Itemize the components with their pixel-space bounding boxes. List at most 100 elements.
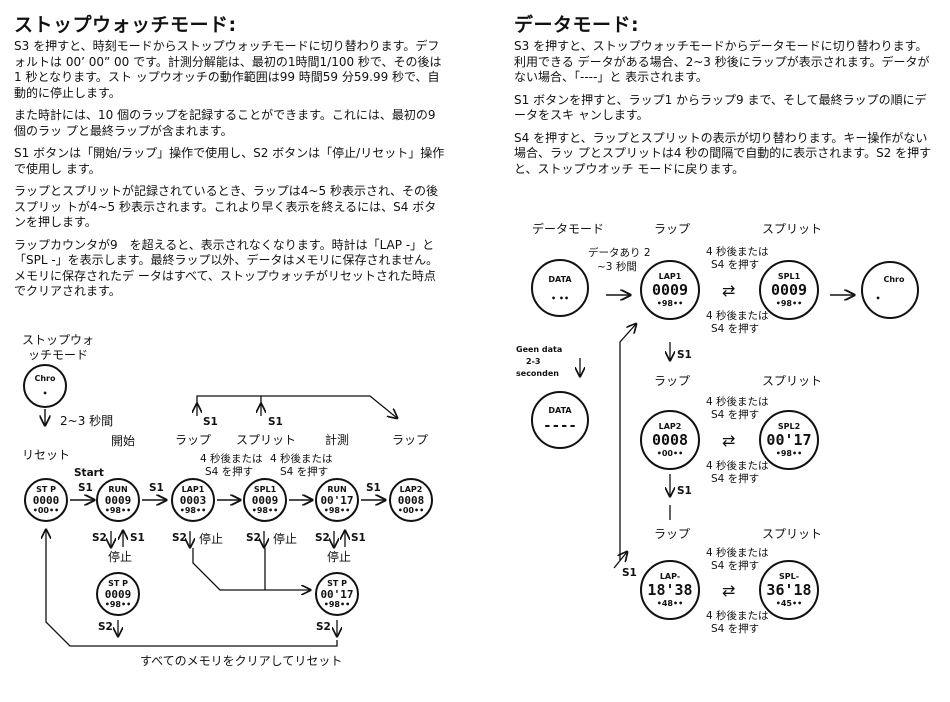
svg-text:•00••: •00•• bbox=[657, 449, 683, 458]
svg-text:----: ---- bbox=[543, 418, 577, 434]
svg-text:•98••: •98•• bbox=[324, 506, 350, 515]
svg-text:ラップ: ラップ bbox=[654, 527, 690, 541]
svg-text:•98••: •98•• bbox=[252, 506, 278, 515]
svg-text:停止: 停止 bbox=[108, 549, 132, 564]
svg-text:⇄: ⇄ bbox=[722, 431, 735, 450]
svg-text:•00••: •00•• bbox=[33, 506, 59, 515]
svg-text:~3 秒間: ~3 秒間 bbox=[597, 260, 637, 273]
svg-text:データあり 2: データあり 2 bbox=[588, 246, 651, 259]
svg-text:4 秒後または: 4 秒後または bbox=[706, 546, 769, 559]
svg-text:36'18: 36'18 bbox=[766, 581, 811, 599]
watch-display-run: RUN 0009 •98•• bbox=[96, 478, 140, 522]
watch-display-stopped: ST P 0009 •98•• bbox=[96, 572, 140, 616]
svg-text:ST P: ST P bbox=[327, 579, 347, 588]
svg-text:S1: S1 bbox=[351, 532, 366, 544]
watch-display-measure: RUN 00'17 •98•• bbox=[315, 478, 359, 522]
svg-text:S4 を押す: S4 を押す bbox=[711, 408, 759, 421]
svg-text:S4 を押す: S4 を押す bbox=[280, 465, 328, 478]
svg-text:⇄: ⇄ bbox=[722, 581, 735, 600]
watch-display-lap1: LAP1 0003 •98•• bbox=[171, 478, 215, 522]
watch-display-last-lap: LAP- 18'38 •48•• bbox=[640, 560, 700, 620]
watch-display-no-data: DATA ---- bbox=[531, 391, 589, 449]
svg-text:LAP-: LAP- bbox=[660, 572, 680, 581]
svg-text:S4 を押す: S4 を押す bbox=[205, 465, 253, 478]
svg-text:S4 を押す: S4 を押す bbox=[711, 472, 759, 485]
svg-text:SPL1: SPL1 bbox=[778, 272, 801, 281]
svg-text:S2: S2 bbox=[98, 621, 113, 633]
svg-text:S1: S1 bbox=[366, 482, 381, 494]
paragraph: ラップとスプリットが記録されているとき、ラップは4~5 秒表示され、その後スプリ… bbox=[14, 184, 439, 229]
svg-text:•45••: •45•• bbox=[776, 599, 802, 608]
svg-text:S4 を押す: S4 を押す bbox=[711, 622, 759, 635]
svg-text:0009: 0009 bbox=[252, 494, 279, 507]
svg-text:4 秒後または: 4 秒後または bbox=[706, 309, 769, 322]
svg-text:0009: 0009 bbox=[105, 588, 132, 601]
svg-text:スプリット: スプリット bbox=[762, 527, 822, 541]
svg-text:S4 を押す: S4 を押す bbox=[711, 559, 759, 572]
svg-text:Chro: Chro bbox=[883, 275, 905, 284]
svg-text:•48••: •48•• bbox=[657, 599, 683, 608]
clear-all-label: すべてのメモリをクリアしてリセット bbox=[140, 654, 342, 668]
svg-text:S2: S2 bbox=[246, 532, 261, 544]
start-top-label: 開始 bbox=[111, 434, 135, 448]
svg-text:0000: 0000 bbox=[33, 494, 60, 507]
svg-text:4 秒後または: 4 秒後または bbox=[706, 459, 769, 472]
svg-text:4 秒後または: 4 秒後または bbox=[270, 452, 333, 465]
svg-text:S2: S2 bbox=[92, 532, 107, 544]
svg-text:S1: S1 bbox=[149, 482, 164, 494]
watch-display-lap1: LAP1 0009 •98•• bbox=[640, 260, 700, 320]
watch-display-reset: ST P 0000 •00•• bbox=[24, 478, 68, 522]
reset-label: リセット bbox=[22, 448, 70, 462]
svg-text:0008: 0008 bbox=[652, 431, 688, 449]
watch-display-data: DATA • •• bbox=[531, 259, 589, 317]
s1-label: S1 bbox=[78, 482, 93, 494]
svg-text:• ••: • •• bbox=[551, 294, 569, 303]
stopwatch-mode-section: ストップウォッチモード: S3 を押すと、時刻モードからストップウォッチモードに… bbox=[14, 8, 446, 307]
svg-text:0009: 0009 bbox=[771, 281, 807, 299]
paragraph: S1 ボタンは「開始/ラップ」操作で使用し、S2 ボタンは「停止/リセット」操作… bbox=[14, 146, 445, 176]
svg-text:•98••: •98•• bbox=[657, 299, 683, 308]
svg-text:S1: S1 bbox=[268, 416, 283, 428]
svg-text:00'17: 00'17 bbox=[320, 588, 353, 601]
svg-text:S2: S2 bbox=[172, 532, 187, 544]
svg-text:SPL-: SPL- bbox=[779, 572, 799, 581]
watch-display-stopped-2: ST P 00'17 •98•• bbox=[315, 572, 359, 616]
svg-text:4 秒後または: 4 秒後または bbox=[200, 452, 263, 465]
svg-text:LAP1: LAP1 bbox=[659, 272, 682, 281]
delay-label: 2~3 秒間 bbox=[60, 414, 113, 428]
svg-text:S2: S2 bbox=[315, 532, 330, 544]
data-mode-flow-diagram: データモード ラップ スプリット データあり 2 ~3 秒間 DATA • ••… bbox=[516, 221, 919, 635]
start-label: Start bbox=[74, 467, 104, 479]
svg-text:ラップ: ラップ bbox=[654, 222, 690, 236]
svg-text:•98••: •98•• bbox=[180, 506, 206, 515]
svg-text:停止: 停止 bbox=[327, 549, 351, 564]
svg-text:•98••: •98•• bbox=[324, 600, 350, 609]
svg-text:スプリット: スプリット bbox=[762, 222, 822, 236]
display-text: Chro bbox=[34, 374, 56, 383]
svg-text:S1: S1 bbox=[677, 349, 692, 361]
svg-text:•: • bbox=[42, 389, 47, 398]
svg-text:⇄: ⇄ bbox=[722, 281, 735, 300]
svg-text:スプリット: スプリット bbox=[762, 374, 822, 388]
svg-text:4 秒後または: 4 秒後または bbox=[706, 609, 769, 622]
svg-text:•98••: •98•• bbox=[105, 506, 131, 515]
svg-text:•98••: •98•• bbox=[776, 299, 802, 308]
lap2-label: ラップ bbox=[392, 433, 428, 447]
svg-text:ST P: ST P bbox=[108, 579, 128, 588]
mode-title-line1: ストップウォ bbox=[22, 333, 94, 347]
svg-text:4 秒後または: 4 秒後または bbox=[706, 245, 769, 258]
svg-text:•: • bbox=[875, 294, 880, 303]
svg-text:S1: S1 bbox=[130, 532, 145, 544]
svg-text:0008: 0008 bbox=[398, 494, 425, 507]
paragraph: また時計には、10 個のラップを記録することができます。これには、最初の9 個の… bbox=[14, 108, 436, 138]
svg-text:seconden: seconden bbox=[516, 369, 559, 378]
svg-text:0009: 0009 bbox=[652, 281, 688, 299]
svg-text:•00••: •00•• bbox=[398, 506, 424, 515]
svg-text:停止: 停止 bbox=[273, 531, 297, 546]
lap-label: ラップ bbox=[175, 433, 211, 447]
svg-text:DATA: DATA bbox=[548, 406, 572, 415]
svg-text:2-3: 2-3 bbox=[526, 357, 540, 366]
svg-text:00'17: 00'17 bbox=[766, 431, 811, 449]
svg-text:S4 を押す: S4 を押す bbox=[711, 322, 759, 335]
